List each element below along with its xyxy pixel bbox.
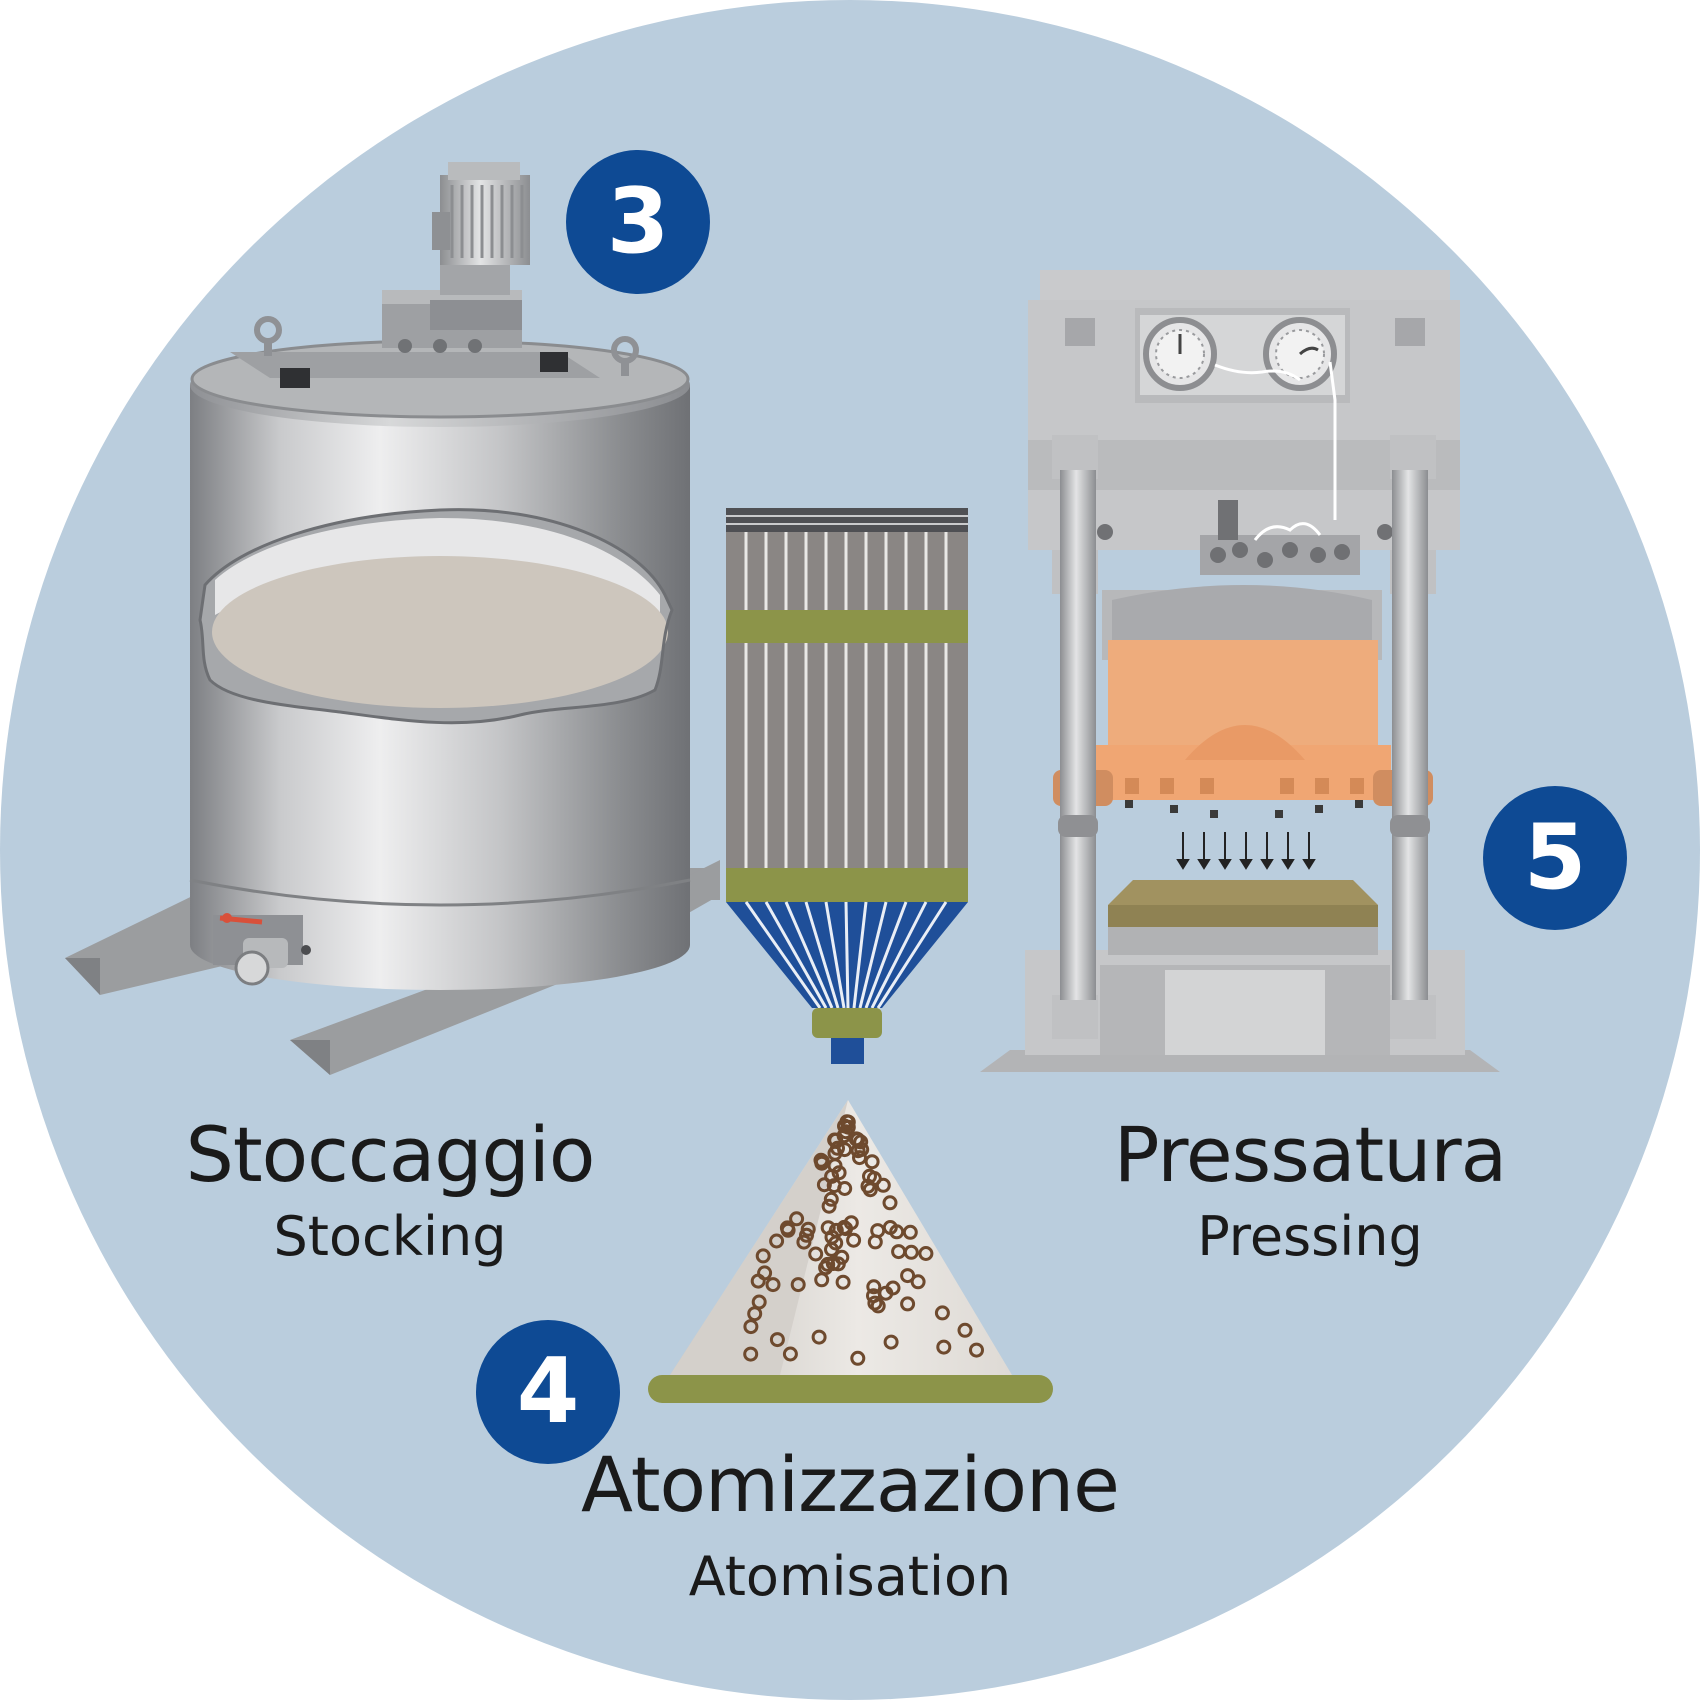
powder-granule (852, 1150, 867, 1166)
powder-granule (900, 1268, 916, 1284)
atomisation-subtitle: Atomisation (688, 1545, 1012, 1608)
powder-pile-illustration (648, 1100, 1053, 1403)
powder-granule (860, 1178, 876, 1194)
powder-granule (757, 1265, 773, 1281)
powder-granule (813, 1152, 829, 1168)
powder-granule (854, 1142, 870, 1157)
powder-granule (808, 1246, 824, 1262)
powder-granule (821, 1198, 837, 1214)
powder-granule (769, 1332, 785, 1348)
powder-granule (866, 1279, 882, 1295)
powder-granule (816, 1177, 832, 1193)
powder-granule (811, 1329, 827, 1345)
powder-granule (850, 1350, 866, 1366)
powder-granule (743, 1346, 759, 1362)
powder-granule (796, 1234, 812, 1250)
powder-granule (910, 1274, 926, 1290)
powder-granule (799, 1227, 814, 1243)
powder-granule (835, 1274, 851, 1290)
powder-granule (903, 1244, 919, 1260)
powder-granule (743, 1319, 759, 1335)
stocking-subtitle: Stocking (273, 1205, 507, 1268)
powder-granule (820, 1220, 836, 1236)
powder-granule (789, 1211, 805, 1227)
powder-granule (846, 1232, 862, 1248)
powder-granule (902, 1224, 918, 1240)
powder-granule (765, 1277, 781, 1293)
powder-granule (827, 1158, 843, 1174)
step-5-badge: 5 (1483, 786, 1627, 930)
powder-granule (755, 1248, 771, 1264)
powder-granule (814, 1272, 830, 1288)
powder-granule (862, 1168, 877, 1184)
powder-granule (747, 1306, 763, 1322)
stocking-title: Stoccaggio (185, 1110, 596, 1199)
pressing-title: Pressatura (1113, 1110, 1507, 1199)
powder-granule (825, 1256, 841, 1271)
powder-granule (957, 1322, 973, 1338)
powder-granule (828, 1235, 844, 1251)
powder-granule (830, 1256, 846, 1272)
powder-granule (936, 1339, 952, 1355)
powder-granule (836, 1219, 852, 1235)
powder-granule (866, 1288, 881, 1304)
pressing-subtitle: Pressing (1197, 1205, 1423, 1268)
powder-granule (864, 1154, 880, 1170)
step-3-badge: 3 (566, 150, 710, 294)
powder-granule (875, 1177, 891, 1193)
powder-granule (840, 1114, 856, 1130)
powder-granule (889, 1224, 905, 1240)
atomisation-title: Atomizzazione (581, 1440, 1120, 1529)
powder-granule (969, 1342, 984, 1358)
powder-granule (823, 1191, 839, 1207)
powder-granule (769, 1233, 785, 1249)
powder-granule (883, 1334, 899, 1350)
powder-granule (790, 1277, 806, 1293)
powder-granule (867, 1234, 883, 1250)
powder-granule (867, 1295, 883, 1311)
step-4-badge: 4 (476, 1320, 620, 1464)
powder-granule (918, 1246, 934, 1261)
storage-tank-illustration (65, 162, 720, 1075)
powder-granule (828, 1132, 844, 1148)
powder-granule (900, 1296, 916, 1312)
powder-granule (782, 1346, 798, 1362)
powder-granule (840, 1119, 856, 1135)
powder-granule (826, 1178, 842, 1194)
powder-granule (934, 1305, 950, 1321)
powder-granule (882, 1195, 898, 1211)
powder-granule (779, 1220, 795, 1236)
spray-dryer-illustration (726, 508, 968, 1064)
press-machine-illustration (980, 270, 1500, 1072)
